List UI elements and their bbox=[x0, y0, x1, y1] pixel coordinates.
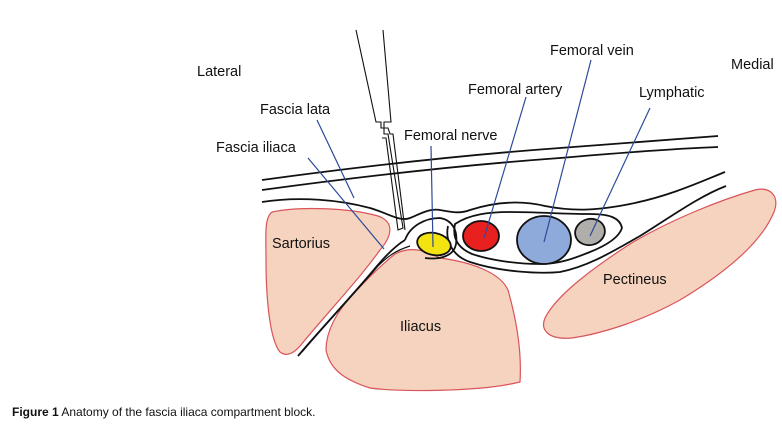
leader-fascia-lata bbox=[316, 119, 355, 199]
fascia-lata-line-1 bbox=[261, 135, 719, 181]
nerve-sheath bbox=[404, 217, 458, 260]
needle-syringe bbox=[355, 29, 404, 231]
label-fascia-lata: Fascia lata bbox=[260, 102, 331, 118]
leader-femoral-artery bbox=[483, 96, 527, 239]
needle-syringe-right bbox=[382, 29, 406, 231]
label-pectineus: Pectineus bbox=[603, 272, 667, 288]
iliacus-muscle bbox=[325, 249, 521, 392]
label-lateral: Lateral bbox=[197, 64, 241, 80]
fascia-iliaca-upper bbox=[261, 171, 726, 220]
femoral-artery bbox=[462, 220, 500, 252]
caption-label: Figure 1 bbox=[12, 405, 59, 419]
figure-caption: Figure 1 Anatomy of the fascia iliaca co… bbox=[12, 405, 315, 419]
fascia-lata-line-2 bbox=[261, 146, 719, 191]
femoral-nerve bbox=[416, 231, 452, 257]
sheath-line-3 bbox=[446, 185, 727, 274]
caption-text: Anatomy of the fascia iliaca compartment… bbox=[58, 405, 316, 419]
leader-fascia-iliaca bbox=[307, 157, 385, 250]
pectineus-muscle bbox=[543, 188, 777, 339]
fascia-iliaca-deep-2 bbox=[301, 245, 411, 353]
sheath-line-2 bbox=[453, 211, 623, 265]
leader-femoral-vein bbox=[543, 59, 592, 243]
leader-lymphatic bbox=[589, 107, 651, 237]
label-fascia-iliaca: Fascia iliaca bbox=[216, 140, 297, 156]
label-medial: Medial bbox=[731, 57, 774, 73]
label-sartorius: Sartorius bbox=[272, 236, 330, 252]
label-femoral-nerve: Femoral nerve bbox=[404, 128, 497, 144]
label-femoral-vein: Femoral vein bbox=[550, 43, 634, 59]
label-lymphatic: Lymphatic bbox=[639, 85, 705, 101]
lymphatic-vessel bbox=[574, 217, 606, 247]
sartorius-muscle bbox=[265, 207, 391, 355]
leader-femoral-nerve bbox=[430, 145, 434, 248]
label-iliacus: Iliacus bbox=[400, 319, 441, 335]
label-femoral-artery: Femoral artery bbox=[468, 82, 563, 98]
